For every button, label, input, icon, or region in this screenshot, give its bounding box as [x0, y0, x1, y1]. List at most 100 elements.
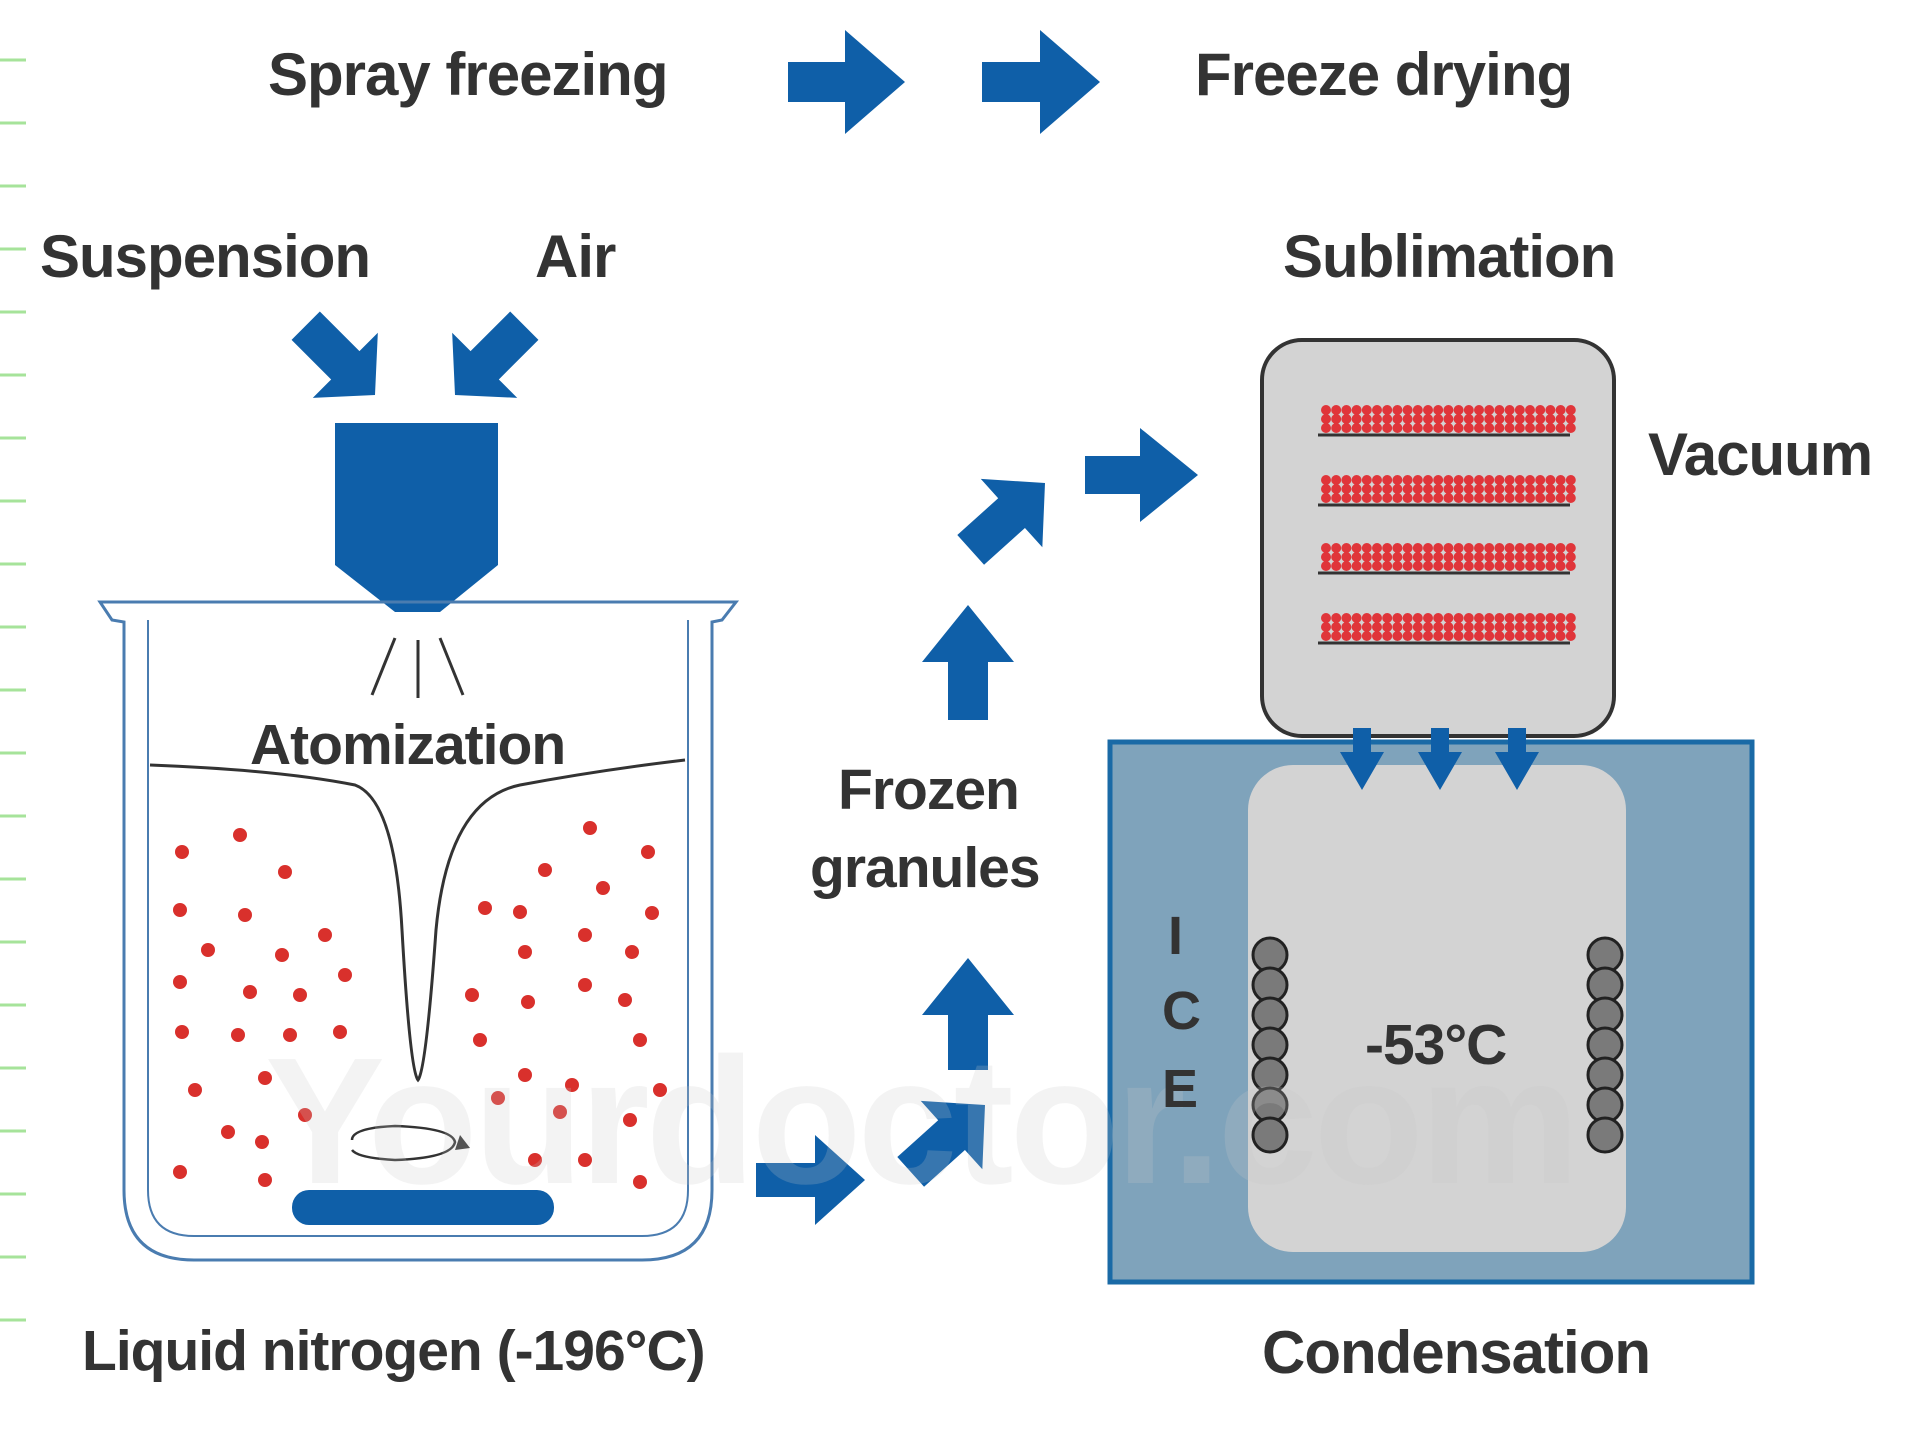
- tray-granule: [1402, 543, 1413, 553]
- tray-granule: [1463, 622, 1474, 632]
- tray-granule: [1423, 631, 1433, 641]
- tray-granule: [1433, 493, 1444, 503]
- tray-granule: [1474, 423, 1484, 433]
- tray-granule: [1474, 493, 1484, 503]
- liquid-vortex: [149, 758, 686, 1083]
- droplet: [201, 943, 215, 957]
- droplet: [243, 985, 257, 999]
- tray-granule: [1453, 631, 1464, 641]
- tray-granule: [1555, 423, 1566, 433]
- tray-granule: [1504, 414, 1515, 424]
- tray-granule: [1494, 613, 1505, 623]
- tray-granule: [1321, 631, 1331, 641]
- tray-granule: [1433, 552, 1444, 562]
- tray-granule: [1555, 405, 1566, 415]
- droplet: [623, 1113, 637, 1127]
- tray-granule: [1514, 493, 1525, 503]
- tray-granule: [1351, 423, 1362, 433]
- tray-granule: [1382, 414, 1393, 424]
- droplet: [521, 995, 535, 1009]
- tray-granule: [1331, 493, 1342, 503]
- tray-granule: [1382, 552, 1393, 562]
- tray-granule: [1494, 484, 1505, 494]
- tray-granule: [1525, 493, 1535, 503]
- droplet: [583, 821, 597, 835]
- tray-granule: [1545, 622, 1556, 632]
- droplet: [275, 948, 289, 962]
- tray-granule: [1402, 622, 1413, 632]
- tray-granule: [1514, 484, 1525, 494]
- tray-granule: [1525, 613, 1535, 623]
- tray-granule: [1443, 493, 1454, 503]
- droplet: [255, 1135, 269, 1149]
- tray-granule: [1565, 631, 1576, 641]
- tray-granule: [1525, 423, 1535, 433]
- tray-granule: [1504, 561, 1515, 571]
- droplet: [175, 845, 189, 859]
- droplet: [283, 1028, 297, 1042]
- tray-granule: [1565, 561, 1576, 571]
- transfer-arrow-4: [922, 605, 1014, 720]
- vapor-arrow: [1495, 728, 1539, 790]
- condenser-temperature: -53°C: [1365, 1013, 1507, 1077]
- droplet: [518, 945, 532, 959]
- tray-granule: [1351, 414, 1362, 424]
- tray-granule: [1433, 484, 1444, 494]
- tray-granule: [1463, 423, 1474, 433]
- tray-granule: [1423, 414, 1433, 424]
- droplet: [473, 1033, 487, 1047]
- tray-granule: [1525, 552, 1535, 562]
- droplet: [538, 863, 552, 877]
- tray-granule: [1555, 561, 1566, 571]
- tray-granule: [1423, 552, 1433, 562]
- tray-granule: [1331, 405, 1342, 415]
- tray-granule: [1433, 543, 1444, 553]
- tray-granule: [1443, 414, 1454, 424]
- tray-granule: [1372, 622, 1382, 632]
- tray-granule: [1474, 484, 1484, 494]
- tray-granule: [1341, 543, 1352, 553]
- droplet: [238, 908, 252, 922]
- droplet: [175, 1025, 189, 1039]
- tray-granule: [1514, 631, 1525, 641]
- tray-granule: [1341, 631, 1352, 641]
- tray-granule: [1412, 405, 1423, 415]
- sample-tray: [1318, 613, 1576, 645]
- tray-granule: [1484, 423, 1495, 433]
- droplet: [293, 988, 307, 1002]
- atomization-label: Atomization: [250, 713, 566, 777]
- tray-granule: [1463, 414, 1474, 424]
- tray-granule: [1331, 414, 1342, 424]
- tray-granule: [1565, 484, 1576, 494]
- tray-granule: [1331, 423, 1342, 433]
- tray-granule: [1535, 484, 1546, 494]
- stir-swirl-arrowhead: [455, 1135, 470, 1150]
- vacuum-chamber: [1260, 338, 1616, 738]
- tray-granule: [1351, 552, 1362, 562]
- tray-granule: [1351, 405, 1362, 415]
- tray-granule: [1463, 561, 1474, 571]
- tray-granule: [1331, 543, 1342, 553]
- tray-granule: [1341, 414, 1352, 424]
- tray-granule: [1535, 423, 1546, 433]
- tray-granule: [1474, 622, 1484, 632]
- tray-granule: [1433, 423, 1444, 433]
- tray-granule: [1494, 631, 1505, 641]
- tray-granule: [1341, 475, 1352, 485]
- tray-granule: [1555, 493, 1566, 503]
- tray-granule: [1565, 613, 1576, 623]
- tray-granule: [1484, 475, 1495, 485]
- liquid-nitrogen-label: Liquid nitrogen (-196°C): [82, 1319, 706, 1383]
- tray-granule: [1412, 552, 1423, 562]
- tray-granule: [1565, 423, 1576, 433]
- tray-granule: [1423, 613, 1433, 623]
- tray-granule: [1402, 552, 1413, 562]
- tray-granule: [1443, 475, 1454, 485]
- tray-granule: [1463, 552, 1474, 562]
- tray-granule: [1382, 613, 1393, 623]
- condenser-coils: [1251, 936, 1624, 1154]
- spray-freezing-title: Spray freezing: [268, 41, 668, 108]
- vapor-arrows: [1340, 728, 1539, 790]
- transfer-arrow-5: [957, 478, 1045, 565]
- sample-trays: [1318, 405, 1576, 645]
